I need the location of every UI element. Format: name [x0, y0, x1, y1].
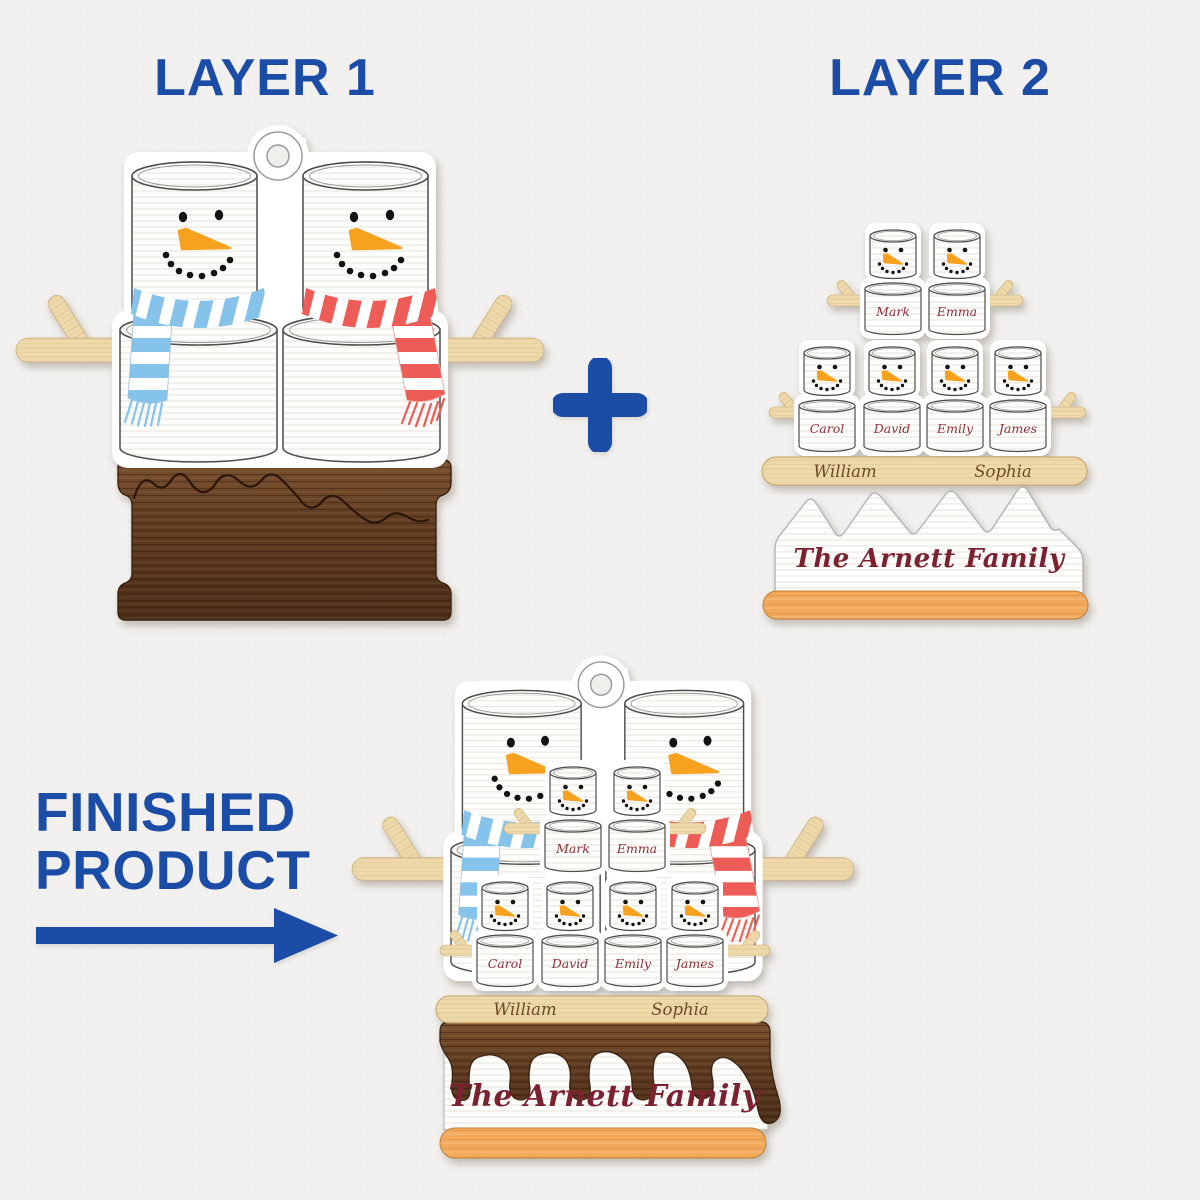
kid-david-finished — [536, 874, 604, 992]
kid-name-mark-finished: Mark — [555, 841, 590, 856]
kid-name-carol-finished: Carol — [488, 956, 523, 971]
parent-name-william: William — [813, 462, 876, 481]
finished-label-line2: PRODUCT — [35, 839, 311, 902]
snow-cap-sign: The Arnett Family — [774, 486, 1084, 594]
kid-name-emily-finished: Emily — [614, 956, 652, 971]
kid-james-finished — [661, 874, 729, 992]
kid-carol-finished — [471, 874, 539, 992]
family-name-text: The Arnett Family — [794, 544, 1066, 574]
kid-name-emma: Emma — [936, 304, 977, 319]
kid-name-james-finished: James — [673, 956, 714, 971]
family-name-text-finished: The Arnett Family — [448, 1079, 761, 1114]
parents-plank: William Sophia — [761, 456, 1088, 486]
kid-name-emma-finished: Emma — [616, 841, 657, 856]
snowman-couple — [14, 123, 546, 470]
kid-mark — [859, 222, 927, 340]
kid-name-carol: Carol — [810, 421, 845, 436]
kid-james — [984, 339, 1052, 457]
kid-carol — [793, 339, 861, 457]
kid-name-james: James — [996, 421, 1037, 436]
kid-emma-finished — [603, 759, 671, 877]
kid-mark-finished — [539, 759, 607, 877]
kid-david — [858, 339, 926, 457]
arrow-right-icon — [36, 908, 338, 963]
kid-emily — [921, 339, 989, 457]
parent-name-sophia-finished: Sophia — [651, 1000, 709, 1019]
kid-emily-finished — [599, 874, 667, 992]
kid-name-emily: Emily — [936, 421, 974, 436]
kid-name-mark: Mark — [875, 304, 910, 319]
finished-ornament: The Arnett Family William Sophia Mark Em… — [351, 654, 855, 1159]
parents-plank-finished: William Sophia — [435, 995, 769, 1024]
parent-name-sophia: Sophia — [974, 462, 1032, 481]
layer1-ornament — [14, 123, 546, 621]
layer2-title: LAYER 2 — [829, 49, 1051, 107]
base-plank — [762, 590, 1089, 620]
finished-product-label: FINISHED PRODUCT — [35, 783, 310, 900]
base-plank-finished — [439, 1127, 767, 1159]
finished-label-line1: FINISHED — [35, 781, 296, 843]
layer1-title: LAYER 1 — [154, 49, 376, 107]
kid-name-david-finished: David — [551, 956, 589, 971]
plus-icon — [553, 358, 647, 452]
parent-name-william-finished: William — [493, 1000, 556, 1019]
kid-name-david: David — [873, 421, 911, 436]
kid-emma — [923, 222, 991, 340]
layer2-ornament: Mark Emma Carol David Emily James Willia… — [761, 222, 1089, 620]
chocolate-base — [117, 459, 452, 621]
